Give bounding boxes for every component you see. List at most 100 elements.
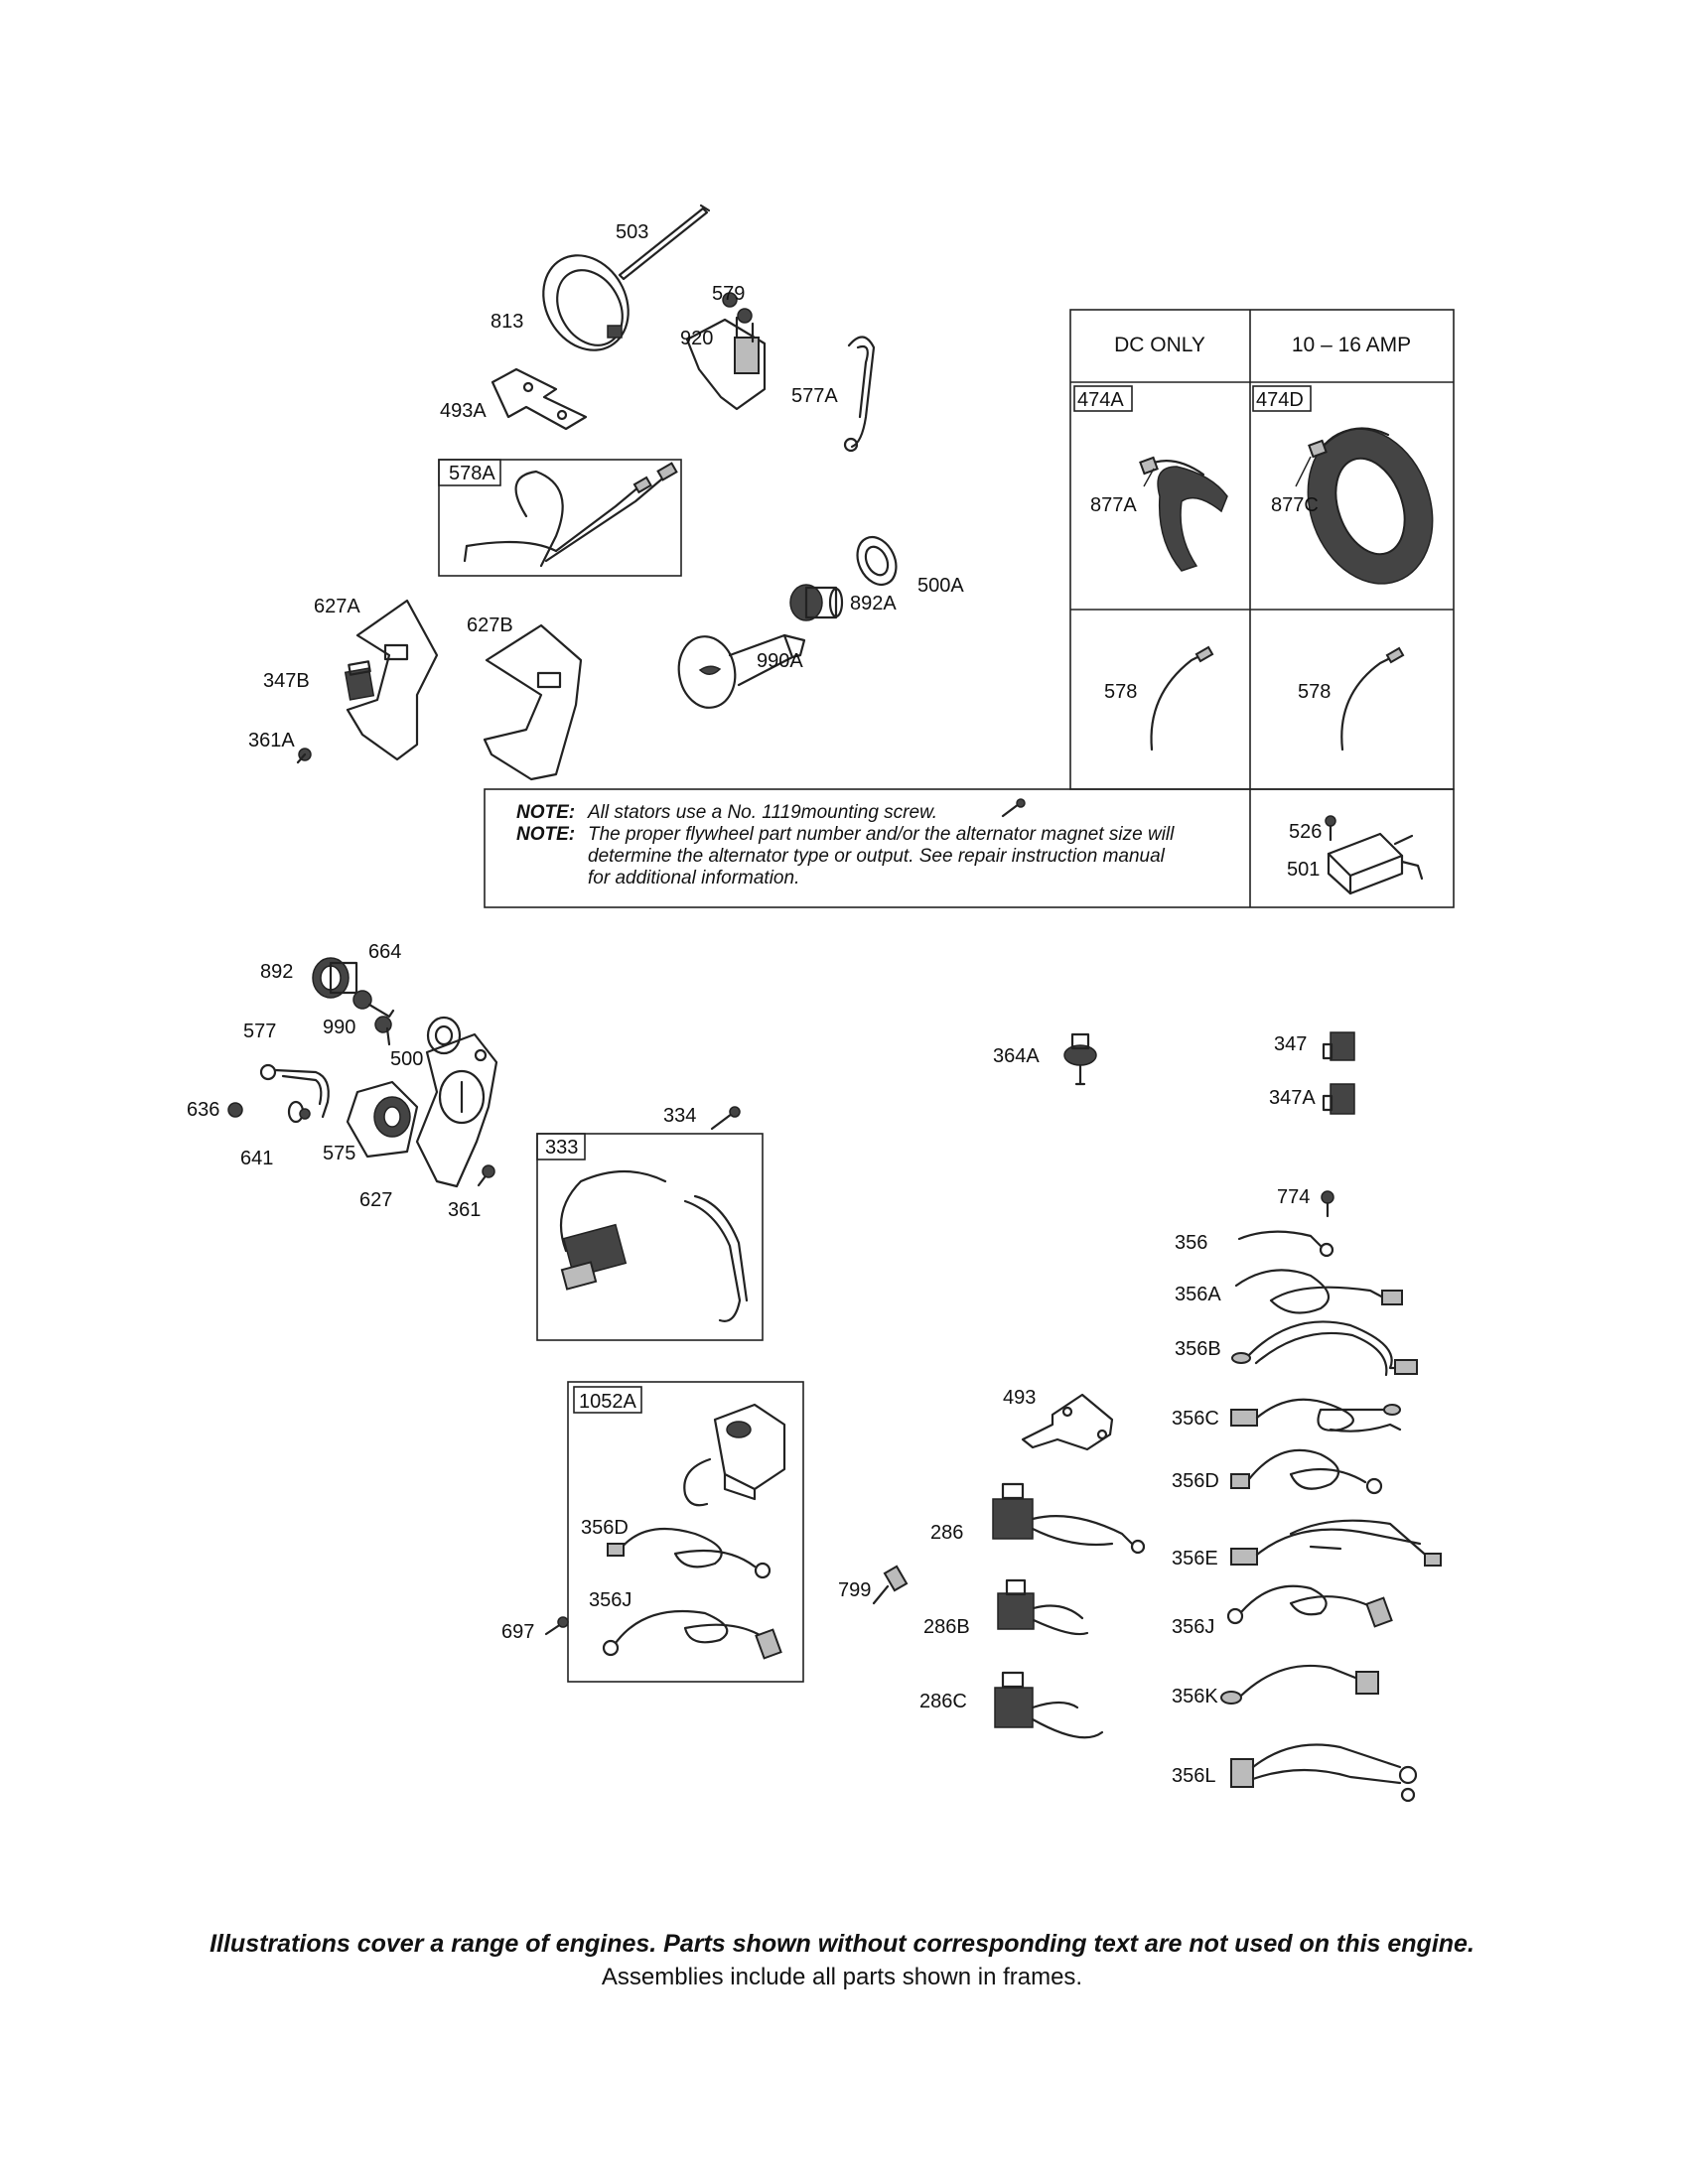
part-334-screw (710, 1106, 741, 1131)
label-578A: 578A (449, 463, 495, 484)
note-1: NOTE: All stators use a No. 1119mounting… (516, 802, 1251, 824)
frame-1052A (567, 1381, 804, 1683)
part-636-nut (227, 1102, 243, 1118)
label-575: 575 (323, 1143, 355, 1164)
notes-frame (484, 788, 1455, 908)
label-356L: 356L (1172, 1765, 1216, 1787)
label-347B: 347B (263, 670, 310, 692)
part-799-bolt (872, 1565, 909, 1605)
part-356D-wire-frame (607, 1527, 772, 1579)
part-526-screw (1325, 815, 1336, 842)
note-2-line-3: for additional information. (588, 868, 800, 888)
part-286B-module (997, 1578, 1089, 1636)
part-920-solenoid (685, 316, 767, 411)
label-526: 526 (1289, 821, 1322, 843)
label-356: 356 (1175, 1232, 1207, 1254)
part-575-switch (346, 1080, 419, 1159)
label-356D-frame: 356D (581, 1517, 629, 1539)
label-627: 627 (359, 1189, 392, 1211)
label-579: 579 (712, 283, 745, 305)
label-493A: 493A (440, 400, 487, 422)
part-578-wire-left (1150, 645, 1214, 751)
part-627-bracket (415, 1032, 498, 1188)
notes-block: NOTE: All stators use a No. 1119mounting… (516, 802, 1251, 889)
frame-333-tag (536, 1133, 586, 1160)
part-877A-stator (1139, 456, 1228, 572)
label-920: 920 (680, 328, 713, 349)
part-892-switch (312, 957, 358, 999)
part-356A-wire (1234, 1269, 1403, 1314)
label-990: 990 (323, 1017, 355, 1038)
label-474A: 474A (1077, 389, 1124, 411)
footer-assemblies-note: Assemblies include all parts shown in fr… (601, 1964, 1083, 1990)
part-813-clamp (542, 254, 630, 351)
label-356E: 356E (1172, 1548, 1218, 1570)
label-356A: 356A (1175, 1284, 1221, 1305)
label-356B: 356B (1175, 1338, 1221, 1360)
note-1-key: NOTE: (516, 802, 576, 823)
label-636: 636 (187, 1099, 219, 1121)
label-892: 892 (260, 961, 293, 983)
label-356C: 356C (1172, 1408, 1219, 1430)
frame-578A-tag (438, 459, 501, 486)
label-664: 664 (368, 941, 401, 963)
label-474D: 474D (1256, 389, 1304, 411)
label-286C: 286C (919, 1691, 967, 1712)
label-577A: 577A (791, 385, 838, 407)
part-990-keys (352, 990, 395, 1046)
part-500A-washer (856, 535, 898, 587)
label-877C: 877C (1271, 494, 1319, 516)
label-1052A: 1052A (579, 1391, 636, 1413)
label-286: 286 (930, 1522, 963, 1544)
label-990A: 990A (757, 650, 803, 672)
part-356J-wire (1226, 1584, 1393, 1628)
part-697-screw (544, 1616, 569, 1636)
label-578-right: 578 (1298, 681, 1331, 703)
label-578-left: 578 (1104, 681, 1137, 703)
note-2-key: NOTE: (516, 824, 576, 845)
part-493-bracket (1021, 1393, 1114, 1451)
label-356D: 356D (1172, 1470, 1219, 1492)
label-361A: 361A (248, 730, 295, 751)
part-501-regulator (1327, 832, 1424, 895)
part-364A-sensor (1063, 1032, 1097, 1086)
part-577A-cable (843, 336, 876, 453)
part-347B-switch (344, 660, 375, 701)
footer-disclaimer: Illustrations cover a range of engines. … (210, 1930, 1474, 1958)
part-577-cable (259, 1063, 330, 1119)
part-347-switch (1322, 1031, 1355, 1061)
part-774-screw (1321, 1190, 1334, 1218)
part-356L-wire (1230, 1743, 1418, 1803)
label-627A: 627A (314, 596, 360, 617)
part-627A-bracket (346, 599, 439, 761)
label-493: 493 (1003, 1387, 1036, 1409)
label-577: 577 (243, 1021, 276, 1042)
part-641-washer (287, 1100, 311, 1124)
label-333: 333 (545, 1137, 578, 1159)
part-503-rod (618, 204, 711, 281)
table-header-10-16-amp: 10 – 16 AMP (1292, 334, 1411, 356)
part-356J-wire-frame (602, 1609, 782, 1660)
frame-333 (536, 1133, 764, 1341)
part-286C-module (994, 1671, 1104, 1739)
part-877C-stator (1295, 427, 1434, 585)
label-503: 503 (616, 221, 648, 243)
label-334: 334 (663, 1105, 696, 1127)
frame-1052A-tag (573, 1386, 642, 1414)
label-347A: 347A (1269, 1087, 1316, 1109)
part-356B-wire (1231, 1320, 1418, 1377)
part-578-wire-right (1340, 646, 1405, 751)
label-347: 347 (1274, 1033, 1307, 1055)
note-1-text: All stators use a No. 1119mounting screw… (588, 802, 938, 823)
label-361: 361 (448, 1199, 481, 1221)
table-header-dc-only: DC ONLY (1114, 334, 1205, 356)
note-2: NOTE: The proper flywheel part number an… (516, 824, 1251, 846)
part-493A-bracket (491, 367, 588, 431)
part-333-ignition-coil (559, 1169, 749, 1322)
label-286B: 286B (923, 1616, 970, 1638)
label-364A: 364A (993, 1045, 1040, 1067)
part-1052A-solenoid (683, 1403, 786, 1507)
part-892A-switch (789, 584, 844, 621)
part-579-nuts (722, 292, 753, 324)
